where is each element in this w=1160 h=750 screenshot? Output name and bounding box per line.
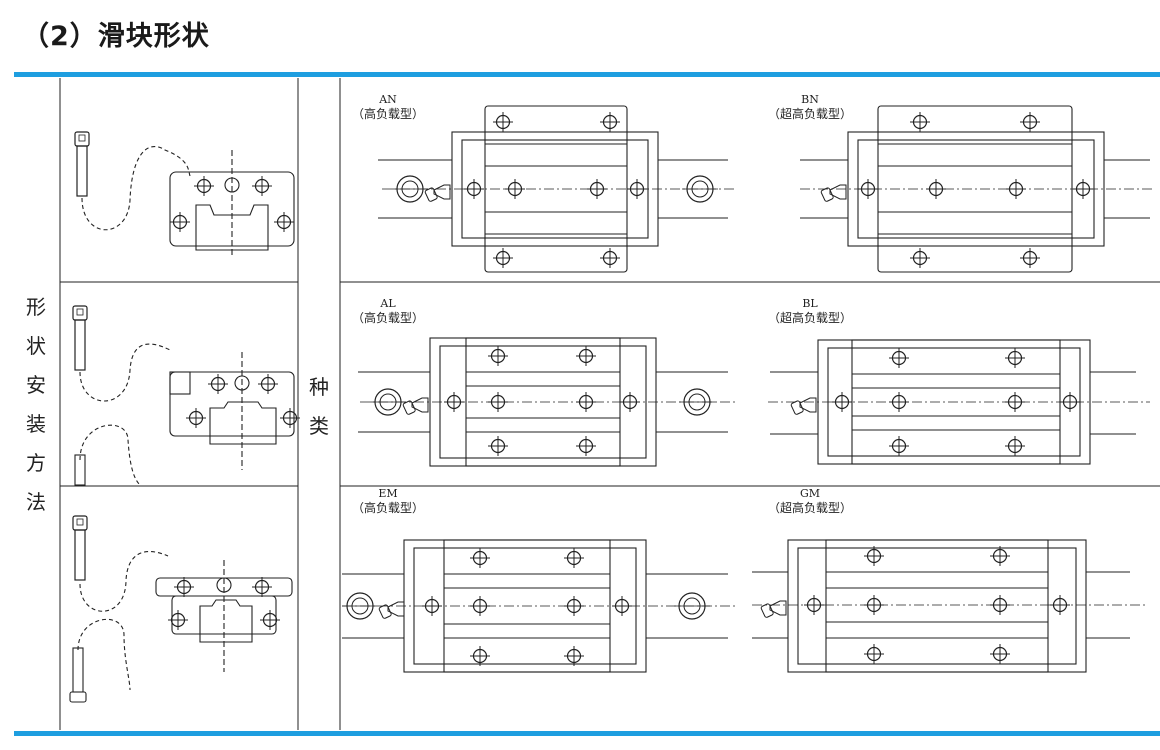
mounting-illustration-2 xyxy=(72,305,301,486)
top-accent-bar xyxy=(14,72,1160,77)
page-title: （2）滑块形状 xyxy=(22,21,210,52)
bottom-accent-bar xyxy=(14,731,1160,736)
type-label-em: EM（高负载型） xyxy=(352,487,425,515)
type-label-gm: GM（超高负载型） xyxy=(768,487,853,515)
mounting-method-header: 形 状 安 装 方 法 xyxy=(26,295,46,514)
block-drawing-al xyxy=(358,337,736,467)
type-label-al: AL（高负载型） xyxy=(352,297,425,325)
block-drawing-gm xyxy=(752,539,1146,673)
type-label-bl: BL（超高负载型） xyxy=(768,297,853,325)
block-drawing-an xyxy=(378,105,736,273)
type-label-bn: BN（超高负载型） xyxy=(768,93,853,121)
block-drawing-bl xyxy=(768,339,1150,465)
type-label-an: AN（高负载型） xyxy=(352,93,425,121)
mounting-illustration-1 xyxy=(74,131,295,255)
block-drawing-em xyxy=(341,539,736,673)
block-drawing-bn xyxy=(800,105,1154,273)
mounting-illustration-3 xyxy=(69,515,293,703)
types-header: 种 类 xyxy=(309,375,329,438)
